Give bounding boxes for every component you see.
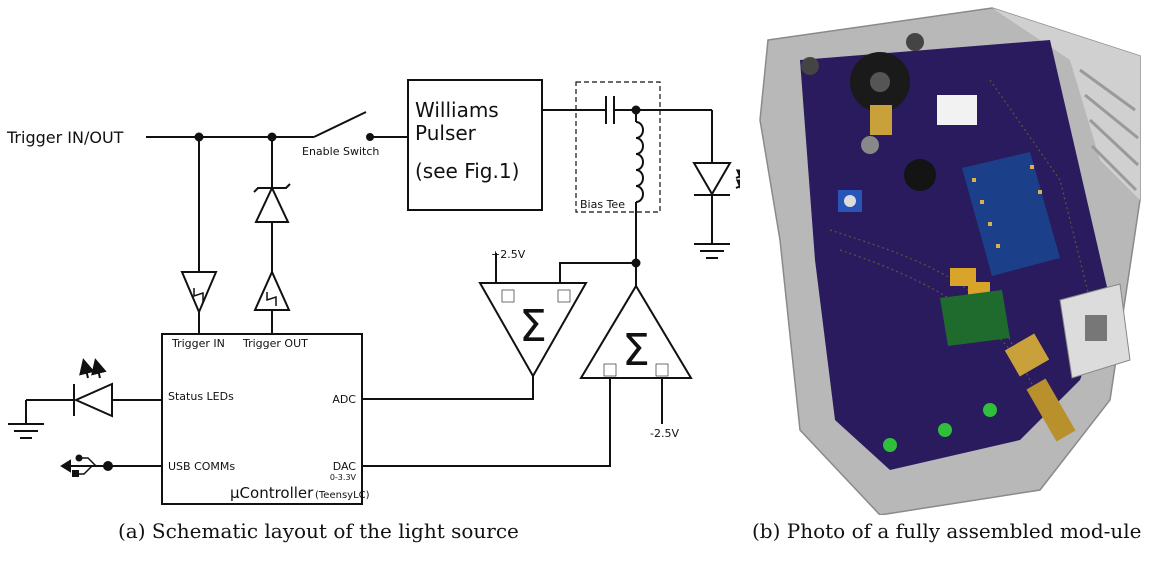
zener-diode-icon xyxy=(254,185,290,223)
caption-a: (a) Schematic layout of the light source xyxy=(118,519,519,543)
pulser-title-line2: Pulser xyxy=(415,121,477,145)
tantalum-capacitor xyxy=(950,268,976,286)
adc-label: ADC xyxy=(332,393,356,406)
sma-connector xyxy=(1004,333,1050,377)
screw-icon xyxy=(801,57,819,75)
usb-comms-label: USB COMMs xyxy=(168,460,235,473)
enclosure-side xyxy=(992,8,1140,200)
inductor-icon xyxy=(635,121,644,203)
plus-voltage-label: +2.5V xyxy=(491,248,526,261)
williams-pulser-box xyxy=(407,79,543,211)
trigger-in-out-label: Trigger IN/OUT xyxy=(6,128,124,147)
dac-sum-symbol: Σ xyxy=(622,325,650,376)
white-label xyxy=(937,95,977,125)
adc-summing-amplifier xyxy=(478,282,588,379)
usb-icon xyxy=(60,454,104,477)
status-led-2 xyxy=(938,423,952,437)
pulser-reference: (see Fig.1) xyxy=(415,159,519,183)
trigger-out-buffer xyxy=(253,269,291,311)
bias-tee-box xyxy=(575,81,661,213)
mcu-model-label: (TeensyLC) xyxy=(315,490,370,501)
dac-range-label: 0-3.3V xyxy=(330,473,357,482)
microcontroller-box xyxy=(161,333,363,505)
trigger-in-buffer xyxy=(180,271,218,315)
dac-label: DAC xyxy=(333,460,357,473)
trigger-in-label: Trigger IN xyxy=(171,337,225,350)
teensy-board xyxy=(962,152,1060,276)
regulator-module xyxy=(940,290,1010,346)
inductor-component xyxy=(904,159,936,191)
trigger-out-label: Trigger OUT xyxy=(242,337,308,350)
gold-connector-top xyxy=(870,105,892,135)
adc-sum-symbol: Σ xyxy=(519,301,547,352)
mcu-name-label: μController xyxy=(230,484,314,502)
bias-tee-label: Bias Tee xyxy=(580,198,625,211)
caption-b: (b) Photo of a fully assembled mod-ule xyxy=(752,519,1142,543)
status-led-1 xyxy=(883,438,897,452)
pulser-title-line1: Williams xyxy=(415,98,499,122)
enable-switch-label: Enable Switch xyxy=(302,145,379,158)
assembled-module-photo xyxy=(759,7,1141,515)
dac-summing-amplifier xyxy=(579,284,693,379)
schematic-diagram: Trigger IN/OUT Enable Switch Williams Pu… xyxy=(6,79,740,505)
status-led-3 xyxy=(983,403,997,417)
status-led-icon xyxy=(73,382,113,418)
enable-switch xyxy=(313,111,367,138)
minus-voltage-label: -2.5V xyxy=(650,427,679,440)
status-leds-label: Status LEDs xyxy=(168,390,234,403)
